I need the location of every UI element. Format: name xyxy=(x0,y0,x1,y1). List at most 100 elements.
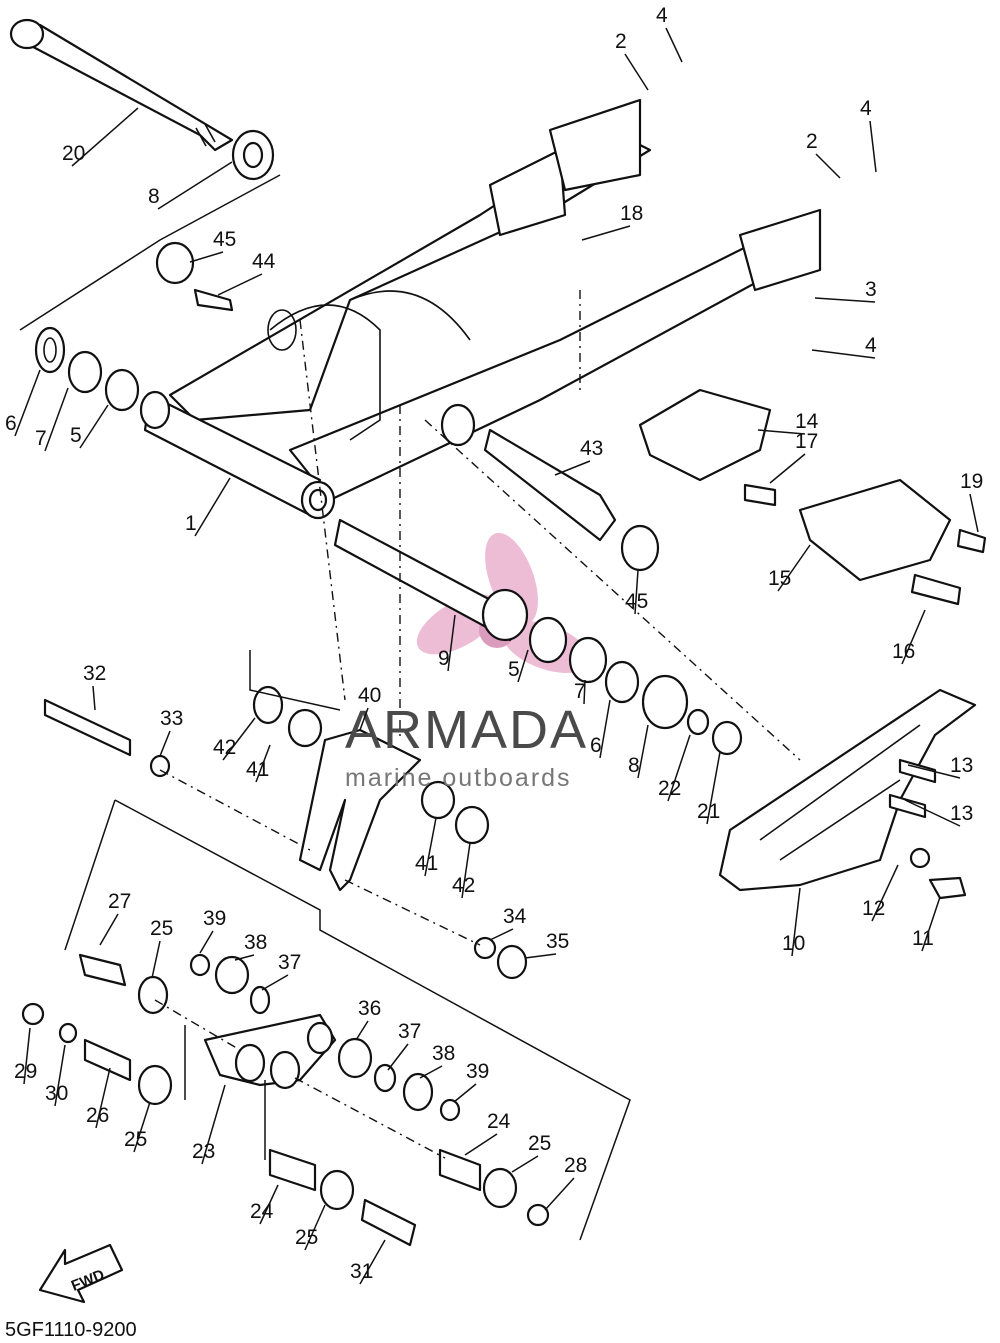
callout-11: 11 xyxy=(912,927,934,950)
callout-21: 21 xyxy=(697,800,720,823)
callout-37: 37 xyxy=(398,1020,421,1043)
chain-case xyxy=(718,688,977,900)
callout-leader xyxy=(199,930,214,954)
callout-leader xyxy=(99,913,119,946)
callout-leader xyxy=(769,453,806,484)
callout-leader xyxy=(44,387,69,452)
callout-leader xyxy=(133,1101,151,1153)
callout-4: 4 xyxy=(656,4,668,27)
relay-arm xyxy=(21,953,550,1247)
callout-leader xyxy=(921,896,941,952)
callout-leader xyxy=(544,1177,575,1211)
diagram-code: 5GF1110-9200 xyxy=(5,1319,137,1341)
callout-7: 7 xyxy=(574,680,586,703)
callout-8: 8 xyxy=(628,754,640,777)
callout-leader xyxy=(777,544,811,592)
callout-20: 20 xyxy=(62,142,85,165)
callout-25: 25 xyxy=(295,1226,318,1249)
callout-12: 12 xyxy=(862,897,885,920)
callout-18: 18 xyxy=(620,202,643,225)
callout-44: 44 xyxy=(252,250,276,273)
callout-4: 4 xyxy=(860,97,872,120)
callout-29: 29 xyxy=(14,1060,37,1083)
callout-23: 23 xyxy=(192,1140,215,1163)
callout-4: 4 xyxy=(865,334,877,357)
callout-leader xyxy=(969,493,979,533)
callout-leader xyxy=(304,1204,326,1251)
callout-leader xyxy=(189,251,224,263)
callout-leader xyxy=(23,1027,31,1085)
callout-25: 25 xyxy=(124,1128,147,1151)
callout-1: 1 xyxy=(185,512,197,535)
callout-26: 26 xyxy=(86,1104,109,1127)
callout-22: 22 xyxy=(658,777,681,800)
callout-leader xyxy=(259,1184,279,1225)
callout-25: 25 xyxy=(150,917,173,940)
callout-13: 13 xyxy=(950,754,973,777)
callout-leader xyxy=(637,724,649,779)
callout-39: 39 xyxy=(203,907,226,930)
callout-41: 41 xyxy=(246,758,269,781)
callout-10: 10 xyxy=(782,932,805,955)
callout-36: 36 xyxy=(358,997,381,1020)
callout-leader xyxy=(222,717,256,761)
callout-leader xyxy=(194,477,231,537)
callout-25: 25 xyxy=(528,1132,551,1155)
callout-leader xyxy=(14,369,41,437)
callout-28: 28 xyxy=(564,1154,587,1177)
callout-leader xyxy=(151,940,161,979)
collar-top xyxy=(231,129,275,181)
callout-leader xyxy=(901,609,926,665)
callout-leader xyxy=(447,614,456,672)
callout-9: 9 xyxy=(438,647,450,670)
callout-leader xyxy=(461,842,471,899)
callout-6: 6 xyxy=(590,734,602,757)
callout-5: 5 xyxy=(508,658,520,681)
callout-24: 24 xyxy=(487,1110,511,1133)
callout-41: 41 xyxy=(415,852,438,875)
callout-leader xyxy=(706,751,721,825)
callout-leader xyxy=(667,734,691,802)
callout-leader xyxy=(815,153,841,179)
watermark-brand: ARMADA xyxy=(345,700,588,760)
callout-45: 45 xyxy=(213,228,236,251)
callout-19: 19 xyxy=(960,470,983,493)
callout-43: 43 xyxy=(580,437,603,460)
callout-leader xyxy=(554,460,591,476)
callout-leader xyxy=(524,953,557,959)
callout-leader xyxy=(811,349,876,359)
callout-leader xyxy=(791,887,801,957)
lower-right-pivot-parts xyxy=(333,518,743,756)
callout-leader xyxy=(355,1020,369,1041)
callout-leader xyxy=(71,107,139,167)
callout-leader xyxy=(424,817,437,877)
callout-leader xyxy=(201,1084,226,1165)
callout-leader xyxy=(217,273,263,296)
callout-14: 14 xyxy=(795,410,819,433)
callout-17: 17 xyxy=(795,430,818,453)
callout-30: 30 xyxy=(45,1082,68,1105)
callout-34: 34 xyxy=(503,905,527,928)
callout-31: 31 xyxy=(350,1260,373,1283)
callout-leader xyxy=(634,569,639,615)
callout-leader xyxy=(814,297,876,303)
callout-16: 16 xyxy=(892,640,915,663)
callout-leader xyxy=(359,707,369,731)
callout-leader xyxy=(665,27,683,63)
callout-6: 6 xyxy=(5,412,17,435)
callout-3: 3 xyxy=(865,278,877,301)
callout-leader xyxy=(517,649,529,683)
callout-leader xyxy=(757,429,806,435)
callout-leader xyxy=(453,1083,477,1103)
assembly-lines xyxy=(19,174,801,1241)
callout-leader xyxy=(92,685,96,711)
swingarm xyxy=(139,98,822,520)
callout-32: 32 xyxy=(83,662,106,685)
callout-leader xyxy=(599,699,611,759)
callout-7: 7 xyxy=(35,427,47,450)
callout-38: 38 xyxy=(432,1042,455,1065)
callout-leader xyxy=(255,744,271,783)
callout-leader xyxy=(261,974,289,991)
callout-13: 13 xyxy=(950,802,973,825)
